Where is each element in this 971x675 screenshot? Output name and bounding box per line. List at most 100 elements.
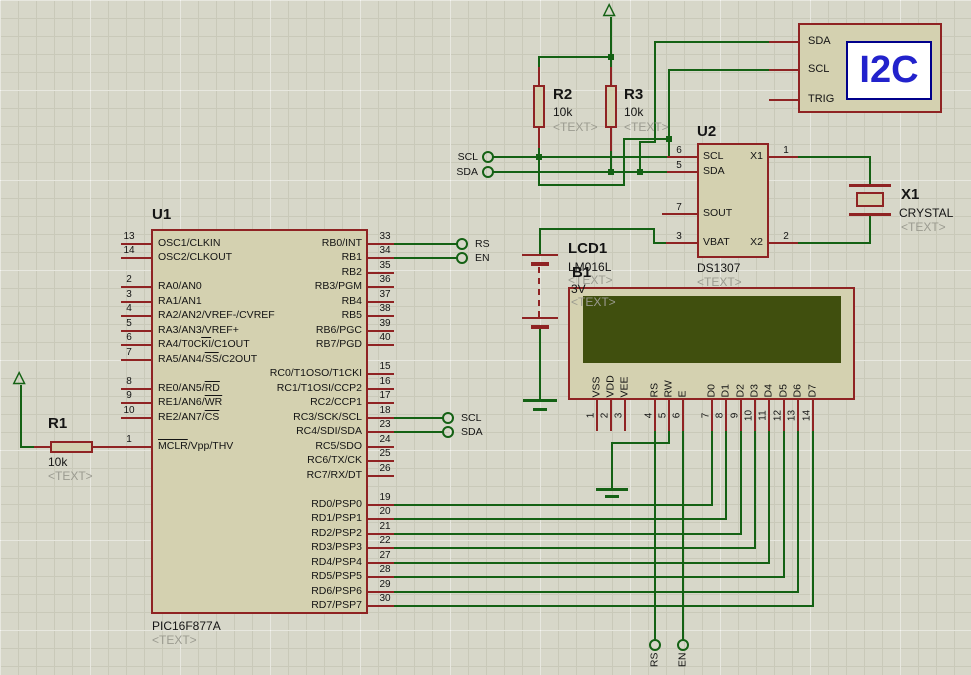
u1-pin-stub[interactable] [367, 446, 394, 448]
u1-pin-stub[interactable] [367, 460, 394, 462]
lcd-pin-stub[interactable] [668, 399, 670, 431]
wire[interactable] [392, 431, 443, 433]
u1-pin-stub[interactable] [367, 301, 394, 303]
battery-plate-short-1[interactable] [531, 262, 549, 266]
crystal-plate-bottom[interactable] [849, 213, 891, 216]
wire[interactable] [654, 41, 656, 143]
wire[interactable] [493, 171, 669, 173]
component-lead[interactable] [92, 446, 123, 448]
u1-package[interactable] [151, 229, 368, 614]
wire[interactable] [796, 156, 871, 158]
component-lead[interactable] [610, 127, 612, 151]
u1-pin-stub[interactable] [367, 286, 394, 288]
wire[interactable] [668, 429, 670, 444]
wire[interactable] [623, 138, 670, 140]
wire[interactable] [812, 429, 814, 607]
u1-pin-stub[interactable] [367, 417, 394, 419]
resistor-r2-body[interactable] [533, 85, 545, 128]
u1-pin-stub[interactable] [367, 576, 394, 578]
wire[interactable] [392, 562, 770, 564]
crystal-body[interactable] [856, 192, 884, 207]
wire[interactable] [493, 156, 669, 158]
wire[interactable] [392, 243, 457, 245]
u1-pin-stub[interactable] [121, 446, 152, 448]
u1-pin-stub[interactable] [367, 533, 394, 535]
wire[interactable] [538, 56, 612, 58]
resistor-r3-body[interactable] [605, 85, 617, 128]
terminal-sda-left[interactable] [482, 166, 494, 178]
wire[interactable] [611, 442, 670, 444]
wire[interactable] [869, 156, 871, 186]
i2c-pin-stub[interactable] [769, 69, 799, 71]
i2c-pin-stub[interactable] [769, 41, 799, 43]
wire[interactable] [392, 547, 756, 549]
wire[interactable] [725, 429, 727, 520]
u1-pin-stub[interactable] [367, 388, 394, 390]
wire[interactable] [392, 257, 457, 259]
wire[interactable] [754, 429, 756, 549]
u1-pin-stub[interactable] [121, 330, 152, 332]
wire[interactable] [392, 576, 785, 578]
wire[interactable] [20, 446, 36, 448]
u1-pin-stub[interactable] [121, 402, 152, 404]
wire[interactable] [653, 228, 655, 244]
u1-pin-stub[interactable] [367, 475, 394, 477]
lcd-pin-stub[interactable] [797, 399, 799, 431]
terminal-rs[interactable] [456, 238, 468, 250]
wire[interactable] [392, 605, 814, 607]
wire[interactable] [668, 69, 771, 71]
u1-pin-stub[interactable] [367, 547, 394, 549]
u1-pin-stub[interactable] [367, 605, 394, 607]
wire[interactable] [392, 417, 443, 419]
u1-pin-stub[interactable] [367, 504, 394, 506]
lcd-pin-stub[interactable] [768, 399, 770, 431]
component-lead[interactable] [34, 446, 51, 448]
u2-pin-stub[interactable] [768, 242, 798, 244]
terminal-en[interactable] [456, 252, 468, 264]
lcd-pin-stub[interactable] [725, 399, 727, 431]
power-arrow-icon[interactable]: △ [13, 369, 26, 386]
wire[interactable] [610, 149, 612, 173]
u1-pin-stub[interactable] [367, 402, 394, 404]
u1-pin-stub[interactable] [121, 286, 152, 288]
wire[interactable] [639, 141, 656, 143]
battery-plate-long-1[interactable] [522, 254, 558, 256]
wire[interactable] [668, 69, 670, 158]
wire[interactable] [796, 242, 871, 244]
u1-pin-stub[interactable] [367, 315, 394, 317]
u1-pin-stub[interactable] [121, 359, 152, 361]
wire[interactable] [654, 41, 771, 43]
wire[interactable] [653, 242, 668, 244]
wire[interactable] [711, 429, 713, 506]
u2-pin-stub[interactable] [662, 213, 698, 215]
wire[interactable] [539, 327, 541, 400]
terminal-rs-bottom[interactable] [649, 639, 661, 651]
battery-plate-short-2[interactable] [531, 325, 549, 329]
u1-pin-stub[interactable] [121, 388, 152, 390]
u1-pin-stub[interactable] [367, 431, 394, 433]
lcd-pin-stub[interactable] [682, 399, 684, 431]
lcd-pin-stub[interactable] [740, 399, 742, 431]
u1-pin-stub[interactable] [121, 257, 152, 259]
u1-pin-stub[interactable] [367, 373, 394, 375]
terminal-sda-mid[interactable] [442, 426, 454, 438]
u1-pin-stub[interactable] [121, 344, 152, 346]
lcd-pin-stub[interactable] [596, 399, 598, 431]
lcd-pin-stub[interactable] [610, 399, 612, 431]
u1-pin-stub[interactable] [367, 257, 394, 259]
resistor-r1-body[interactable] [50, 441, 93, 453]
u1-pin-stub[interactable] [367, 272, 394, 274]
crystal-plate-top[interactable] [849, 184, 891, 187]
wire[interactable] [539, 228, 655, 230]
lcd-pin-stub[interactable] [812, 399, 814, 431]
u1-pin-stub[interactable] [367, 344, 394, 346]
lcd-pin-stub[interactable] [754, 399, 756, 431]
wire[interactable] [768, 429, 770, 564]
wire[interactable] [538, 146, 540, 186]
lcd-pin-stub[interactable] [654, 399, 656, 431]
u1-pin-stub[interactable] [121, 315, 152, 317]
wire[interactable] [538, 56, 540, 69]
u1-pin-stub[interactable] [367, 243, 394, 245]
component-lead[interactable] [538, 127, 540, 148]
u2-pin-stub[interactable] [667, 156, 698, 158]
